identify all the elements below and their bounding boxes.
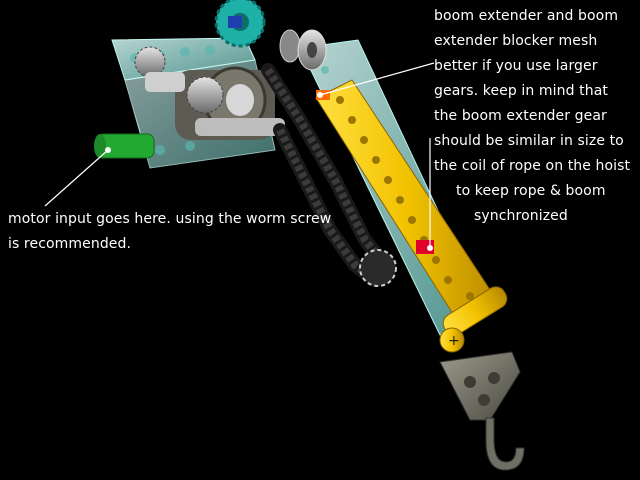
- note-line: synchronized: [474, 208, 568, 224]
- note-line: boom extender and boom: [434, 8, 619, 24]
- annotation-leaders: [44, 62, 435, 251]
- green-motor-axle: [94, 133, 155, 159]
- note-line: is recommended.: [8, 236, 132, 252]
- yellow-boom: +: [315, 79, 508, 353]
- differential-gear: [134, 46, 285, 140]
- hook: [439, 351, 525, 471]
- note-line: extender blocker mesh: [434, 33, 598, 49]
- note-line: gears. keep in mind that: [434, 83, 608, 99]
- note-line: motor input goes here. using the worm sc…: [8, 211, 332, 227]
- motor-input-note: motor input goes here. using the worm sc…: [8, 207, 331, 257]
- note-line: should be similar in size to: [434, 133, 624, 149]
- note-line: to keep rope & boom: [456, 183, 606, 199]
- note-line: the coil of rope on the hoist: [434, 158, 631, 174]
- chain-loop: [261, 63, 397, 287]
- svg-text:+: +: [448, 333, 460, 349]
- teal-gear: [214, 0, 266, 48]
- note-line: the boom extender gear: [434, 108, 607, 124]
- boom-extender-note: boom extender and boom extender blocker …: [434, 4, 630, 229]
- pulley-wheels: [279, 29, 327, 71]
- note-line: better if you use larger: [434, 58, 598, 74]
